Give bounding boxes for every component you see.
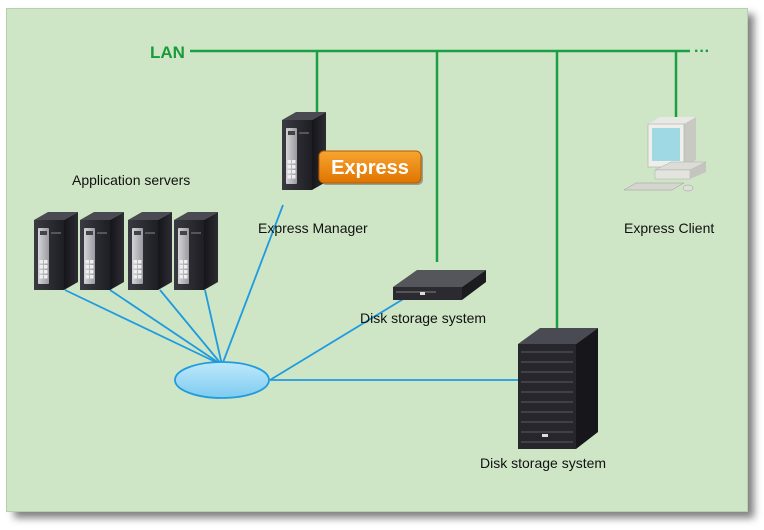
san-switch-hub [174, 361, 270, 399]
server-icon [34, 212, 78, 290]
server-icon [174, 212, 218, 290]
server-icon [80, 212, 124, 290]
desktop-computer-icon [623, 117, 707, 192]
express-client-label: Express Client [624, 220, 714, 236]
application-servers-label: Application servers [72, 172, 190, 188]
lan-label: LAN [150, 43, 185, 62]
express-badge: Express [318, 150, 423, 185]
disk-storage-1-label: Disk storage system [360, 310, 486, 326]
application-servers [34, 212, 218, 290]
rack-storage-1u-icon [393, 270, 486, 300]
san-links [64, 204, 520, 381]
server-icon [128, 212, 172, 290]
lan-continuation: ··· [694, 43, 710, 60]
rack-storage-cabinet-icon [518, 328, 598, 449]
express-badge-label: Express [331, 157, 409, 179]
disk-storage-2-label: Disk storage system [480, 455, 606, 471]
express-manager-label: Express Manager [258, 220, 368, 236]
